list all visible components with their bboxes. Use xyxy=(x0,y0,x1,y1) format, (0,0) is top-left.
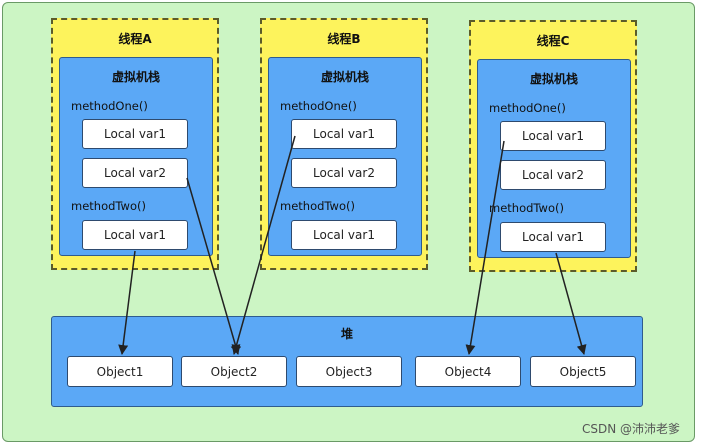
arrow-c-var1-to-object4 xyxy=(465,140,505,355)
heap-object-2: Object2 xyxy=(181,356,287,387)
thread-c-stack-title: 虚拟机栈 xyxy=(529,72,578,86)
heap-title: 堆 xyxy=(340,327,353,341)
heap-object-4: Object4 xyxy=(415,356,521,387)
arrow-c-var5-to-object5 xyxy=(555,252,587,355)
thread-b-method-two-label: methodTwo() xyxy=(280,199,355,213)
thread-c-title: 线程C xyxy=(536,34,570,48)
heap-object-5: Object5 xyxy=(530,356,636,387)
thread-a-method-two-label: methodTwo() xyxy=(71,199,146,213)
thread-b-method-one-label: methodOne() xyxy=(280,99,357,113)
thread-c-method-two-var1: Local var1 xyxy=(500,222,606,252)
arrow-b-var1-to-object2 xyxy=(231,135,296,355)
thread-c-method-one-label: methodOne() xyxy=(489,101,566,115)
arrow-a-var1-to-object1 xyxy=(118,250,136,355)
thread-c-method-one-var1: Local var1 xyxy=(500,121,606,151)
thread-b-method-two-var1: Local var1 xyxy=(291,220,397,250)
watermark: CSDN @沛沛老爹 xyxy=(582,422,681,436)
thread-b-method-one-var2: Local var2 xyxy=(291,158,397,188)
thread-c-method-one-var2: Local var2 xyxy=(500,160,606,190)
thread-a-title: 线程A xyxy=(118,32,152,46)
thread-c-method-two-label: methodTwo() xyxy=(489,201,564,215)
arrow-a-var2-to-object2 xyxy=(186,177,241,355)
thread-a-method-two-var1: Local var1 xyxy=(82,220,188,250)
thread-b-method-one-var1: Local var1 xyxy=(291,119,397,149)
heap-object-1: Object1 xyxy=(67,356,173,387)
heap-object-3: Object3 xyxy=(296,356,402,387)
thread-b-title: 线程B xyxy=(327,32,361,46)
thread-a-stack-title: 虚拟机栈 xyxy=(111,70,160,84)
thread-a-method-one-var1: Local var1 xyxy=(82,119,188,149)
thread-b-stack-title: 虚拟机栈 xyxy=(320,70,369,84)
thread-a-method-one-label: methodOne() xyxy=(71,99,148,113)
thread-a-method-one-var2: Local var2 xyxy=(82,158,188,188)
